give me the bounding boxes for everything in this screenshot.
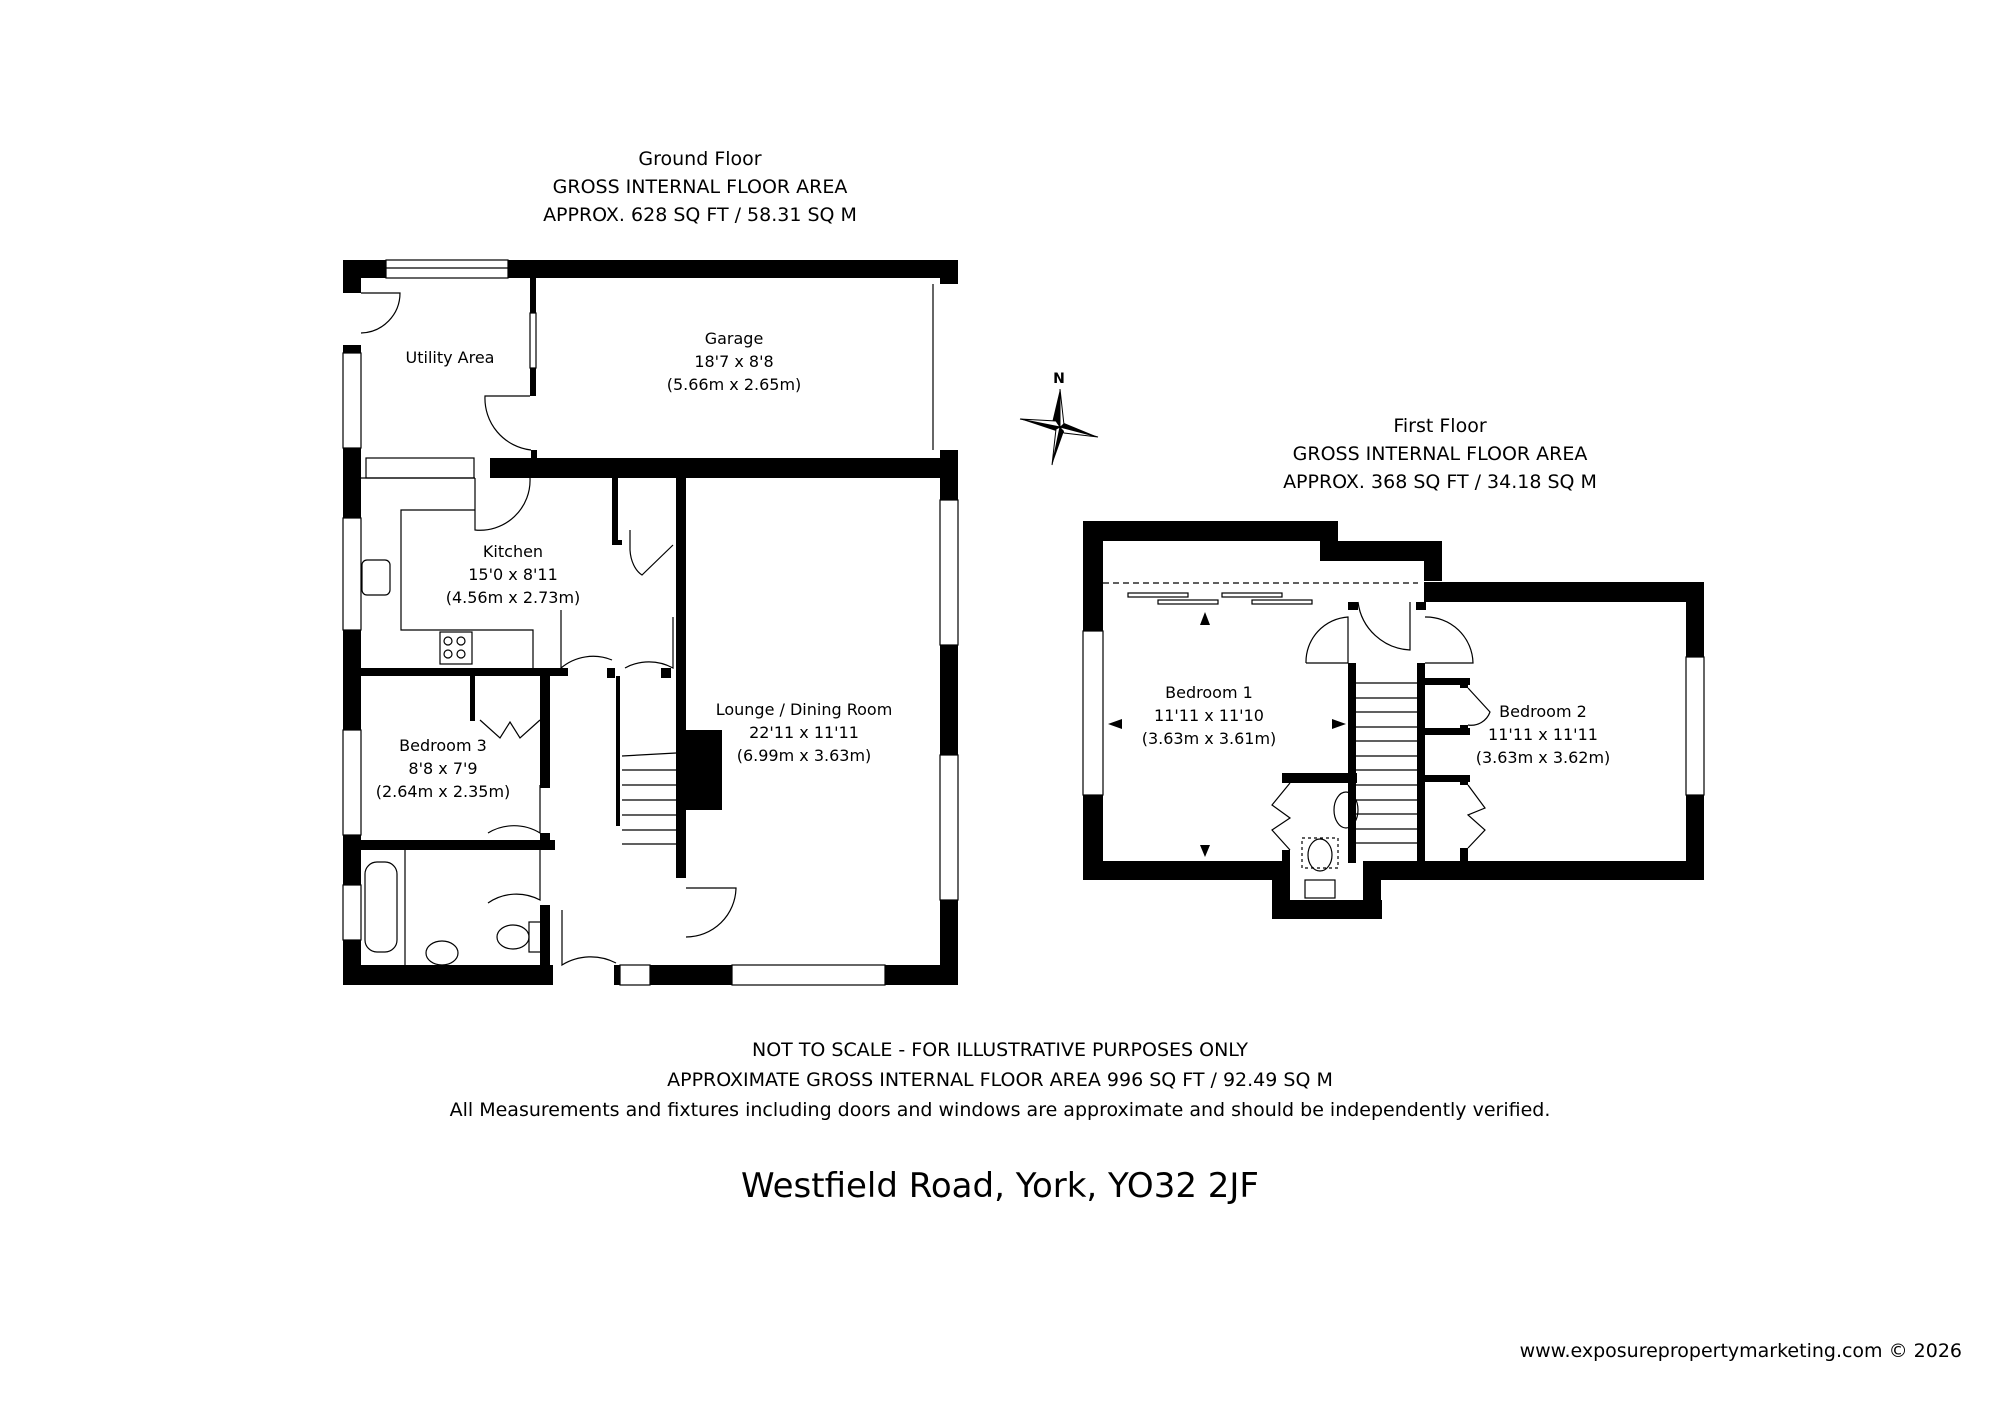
ground-floor-area-value: APPROX. 628 SQ FT / 58.31 SQ M: [543, 204, 857, 226]
disclaimer-not-to-scale: NOT TO SCALE - FOR ILLUSTRATIVE PURPOSES…: [752, 1039, 1248, 1061]
room-name: Utility Area: [405, 348, 495, 367]
room-dims-metric: (2.64m x 2.35m): [375, 782, 511, 801]
first-floor-plan: [1083, 521, 1704, 919]
property-address: Westfield Road, York, YO32 2JF: [741, 1166, 1259, 1206]
room-name: Bedroom 2: [1499, 702, 1587, 721]
first-floor-fixtures: [1082, 582, 1705, 899]
ground-floor-header: Ground Floor GROSS INTERNAL FLOOR AREA A…: [470, 145, 930, 229]
room-garage: Garage 18'7 x 8'8 (5.66m x 2.65m): [667, 327, 802, 396]
room-dims-imperial: 8'8 x 7'9: [408, 759, 478, 778]
room-name: Kitchen: [482, 542, 544, 561]
total-floor-area: APPROXIMATE GROSS INTERNAL FLOOR AREA 99…: [667, 1069, 1333, 1091]
first-floor-header: First Floor GROSS INTERNAL FLOOR AREA AP…: [1210, 412, 1670, 496]
room-bedroom-1: Bedroom 1 11'11 x 11'10 (3.63m x 3.61m): [1142, 681, 1277, 750]
compass-rose-icon: N: [1019, 371, 1099, 466]
room-bedroom-2: Bedroom 2 11'11 x 11'11 (3.63m x 3.62m): [1476, 700, 1611, 769]
room-name: Bedroom 1: [1165, 683, 1253, 702]
room-lounge-dining: Lounge / Dining Room 22'11 x 11'11 (6.99…: [716, 698, 893, 767]
room-dims-metric: (3.63m x 3.61m): [1141, 729, 1277, 748]
first-floor-area-value: APPROX. 368 SQ FT / 34.18 SQ M: [1283, 471, 1597, 493]
bedroom-1-arrow-markers: [1108, 612, 1346, 857]
room-dims-metric: (3.63m x 3.62m): [1475, 748, 1611, 767]
room-dims-imperial: 18'7 x 8'8: [694, 352, 774, 371]
room-dims-metric: (4.56m x 2.73m): [445, 588, 581, 607]
room-kitchen: Kitchen 15'0 x 8'11 (4.56m x 2.73m): [446, 540, 581, 609]
room-dims-metric: (6.99m x 3.63m): [736, 746, 872, 765]
ground-floor-area-label: GROSS INTERNAL FLOOR AREA: [552, 176, 848, 198]
room-dims-imperial: 22'11 x 11'11: [749, 723, 859, 742]
ground-floor-fixtures: [342, 259, 959, 986]
ground-floor-title: Ground Floor: [638, 148, 762, 170]
room-dims-imperial: 11'11 x 11'11: [1488, 725, 1598, 744]
room-utility-area: Utility Area: [406, 346, 495, 369]
room-name: Lounge / Dining Room: [715, 700, 893, 719]
room-name: Bedroom 3: [399, 736, 487, 755]
room-bedroom-3: Bedroom 3 8'8 x 7'9 (2.64m x 2.35m): [376, 734, 511, 803]
copyright-credit: www.exposurepropertymarketing.com © 2026: [1519, 1340, 1962, 1362]
measurements-disclaimer: All Measurements and fixtures including …: [449, 1099, 1551, 1121]
ground-floor-plan: [343, 260, 958, 985]
first-floor-title: First Floor: [1393, 415, 1487, 437]
compass-north-label: N: [1053, 371, 1065, 387]
room-dims-metric: (5.66m x 2.65m): [666, 375, 802, 394]
room-dims-imperial: 11'11 x 11'10: [1154, 706, 1264, 725]
room-name: Garage: [704, 329, 764, 348]
room-dims-imperial: 15'0 x 8'11: [468, 565, 558, 584]
first-floor-area-label: GROSS INTERNAL FLOOR AREA: [1292, 443, 1588, 465]
